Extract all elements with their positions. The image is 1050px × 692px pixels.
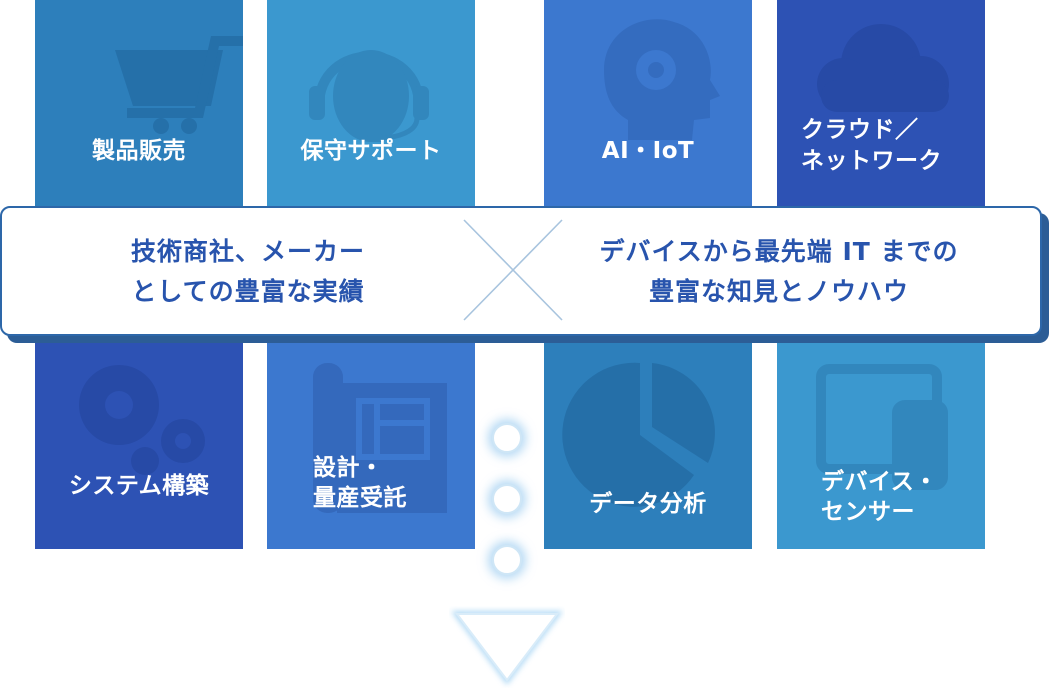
- strengths-banner: 技術商社、メーカー としての豊富な実績 デバイスから最先端 IT までの 豊富な…: [0, 206, 1042, 336]
- flow-dot: [492, 423, 522, 453]
- tile-label-line1: 設計・: [313, 455, 384, 481]
- headset-operator-icon: [309, 50, 429, 142]
- tile-label-line1: デバイス・: [821, 469, 938, 495]
- gears-icon: [79, 365, 205, 475]
- tile-label: AI・IoT: [601, 138, 695, 164]
- tile-label: システム構築: [68, 473, 210, 499]
- down-triangle-arrow-icon: [450, 611, 564, 685]
- flow-dot: [492, 545, 522, 575]
- tile-label: 製品販売: [92, 138, 186, 164]
- banner-right-line1: デバイスから最先端 IT までの: [599, 237, 959, 266]
- banner-right-line2: 豊富な知見とノウハウ: [648, 277, 909, 306]
- banner-left-line1: 技術商社、メーカー: [130, 237, 365, 266]
- banner-right-text: デバイスから最先端 IT までの 豊富な知見とノウハウ: [569, 232, 989, 312]
- tile-design-manufacturing: 設計・ 量産受託: [267, 343, 475, 549]
- flow-dot: [492, 484, 522, 514]
- pie-chart-icon: [562, 362, 715, 507]
- tile-label-line2: 量産受託: [313, 485, 407, 511]
- blueprint-icon: [313, 363, 447, 513]
- cloud-icon: [817, 24, 949, 112]
- tile-cloud-network: クラウド／ ネットワーク: [777, 0, 985, 212]
- devices-icon: [816, 364, 948, 490]
- brain-gear-icon: [604, 19, 720, 141]
- tile-ai-iot: AI・IoT: [544, 0, 752, 212]
- tile-devices-sensors: デバイス・ センサー: [777, 343, 985, 549]
- banner-left-line2: としての豊富な実績: [131, 277, 365, 306]
- tile-label-line2: センサー: [821, 499, 915, 525]
- tile-maintenance-support: 保守サポート: [267, 0, 475, 212]
- tile-system-construction: システム構築: [35, 343, 243, 549]
- banner-left-text: 技術商社、メーカー としての豊富な実績: [38, 232, 458, 312]
- tile-label: データ分析: [589, 491, 707, 517]
- tile-label-line1: クラウド／: [801, 117, 919, 143]
- tile-data-analysis: データ分析: [544, 343, 752, 549]
- tile-label: 保守サポート: [300, 138, 442, 164]
- tile-label-line2: ネットワーク: [801, 148, 942, 174]
- cart-icon: [115, 36, 243, 134]
- tile-product-sales: 製品販売: [35, 0, 243, 212]
- multiply-cross-icon: [463, 219, 563, 321]
